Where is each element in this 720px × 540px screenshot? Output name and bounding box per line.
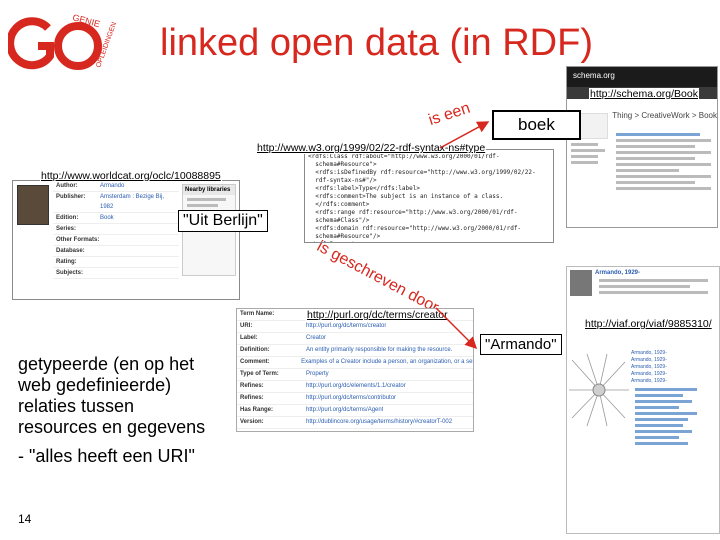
worldcat-field-label: Subjects: [56, 270, 84, 276]
bullet-relations: getypeerde (en op het web gedefinieerde)… [18, 354, 206, 437]
bullet-uri: - "alles heeft een URI" [18, 446, 195, 466]
dcterms-row-value[interactable]: An entity primarily responsible for maki… [306, 347, 453, 353]
rdf-type-uri[interactable]: http://www.w3.org/1999/02/22-rdf-syntax-… [256, 142, 487, 154]
rdf-code-line: <rdfs:comment>The subject is an instance… [308, 193, 504, 200]
worldcat-field-label: Edition: [56, 215, 79, 221]
viaf-heading-link[interactable]: Armando, 1929- [631, 364, 667, 370]
worldcat-field-label: Other Formats: [56, 237, 100, 243]
rdf-code-line: schema#Resource"> [308, 161, 377, 168]
schema-book-uri[interactable]: http://schema.org/Book [589, 88, 699, 100]
dcterms-row-value[interactable]: Examples of a Creator include a person, … [301, 359, 473, 365]
nearby-libraries-button[interactable]: Nearby libraries [183, 185, 235, 195]
dcterms-row: Refines: http://purl.org/dc/elements/1.1/… [237, 381, 473, 393]
dcterms-row-label: Comment: [240, 359, 270, 365]
dcterms-row-value[interactable]: http://purl.org/dc/elements/1.1/creator [306, 383, 406, 389]
book-cover-image [17, 185, 49, 225]
dcterms-row: Has Range: http://purl.org/dc/terms/Agent [237, 405, 473, 417]
worldcat-field-label: Publisher: [56, 194, 86, 200]
rdf-code-line: schema#Resource"/> [308, 233, 381, 240]
rdf-code-line: <rdfs:domain rdf:resource="http://www.w3… [308, 225, 522, 232]
worldcat-field-value[interactable]: Armando [100, 183, 125, 189]
dcterms-row-value[interactable]: Creator [306, 335, 327, 341]
worldcat-field-row: Subjects: [53, 268, 179, 279]
dcterms-row: Comment: Examples of a Creator include a … [237, 357, 473, 369]
dcterms-row: URI: http://purl.org/dc/terms/creator [237, 321, 473, 333]
is-een-arrow [439, 121, 490, 149]
dcterms-row-label: Label: [240, 335, 258, 341]
dcterms-row-label: Has Range: [240, 407, 274, 413]
worldcat-field-value[interactable]: Amsterdam : Bezige Bij, 1982 [99, 194, 165, 210]
uit-berlijn-label: "Uit Berlijn" [178, 210, 268, 232]
viaf-heading-link[interactable]: Armando, 1929- [631, 378, 667, 384]
boek-label: boek [492, 110, 581, 140]
worldcat-field-row: Publisher: Amsterdam : Bezige Bij, 1982 [53, 192, 179, 213]
dcterms-row-value[interactable]: http://purl.org/dc/terms/Agent [306, 407, 384, 413]
dcterms-row-label: URI: [240, 323, 253, 329]
rdf-code-line: <rdfs:Class rdf:about="http://www.w3.org… [308, 153, 500, 160]
viaf-heading-link[interactable]: Armando, 1929- [631, 371, 667, 377]
author-photo [570, 270, 592, 296]
dcterms-row-value[interactable]: http://dublincore.org/usage/terms/histor… [306, 419, 453, 425]
rdf-code-line: schema#Class"/> [308, 217, 370, 224]
dcterms-row-value[interactable]: http://purl.org/dc/terms/creator [306, 323, 387, 329]
rdf-code-line: </rdfs:comment> [308, 201, 370, 208]
viaf-author-name[interactable]: Armando, 1929- [595, 270, 641, 276]
dcterms-definition-table: Term Name:creatorURI:http://purl.org/dc/… [237, 309, 473, 431]
relationship-graph-icon [567, 350, 631, 430]
viaf-screenshot: Armando, 1929- Armando, 1929-Armando, 19… [566, 266, 720, 534]
armando-label: "Armando" [480, 334, 562, 355]
dcterms-row-value[interactable]: http://purl.org/dc/terms/contributor [306, 395, 397, 401]
rdf-code-line: </rdf:Property> [308, 241, 550, 242]
dcterms-row-value[interactable]: Property [306, 371, 329, 377]
dcterms-row: Label: Creator [237, 333, 473, 345]
dcterms-row-label: Term Name: [240, 311, 275, 317]
dcterms-row-label: Type of Term: [240, 371, 279, 377]
page-number: 14 [18, 512, 32, 526]
rdf-code-line: <rdfs:label>Type</rdfs:label> [308, 185, 420, 192]
worldcat-field-value[interactable]: Book [100, 215, 114, 221]
worldcat-field-row: Database: [53, 246, 179, 257]
rdf-code-line: <rdfs:isDefinedBy rdf:resource="http://w… [308, 169, 536, 176]
genie-logo-icon: GENIE OPLEIDINGEN [6, 12, 118, 70]
worldcat-field-row: Author: Armando [53, 181, 179, 192]
dcterms-row: Refines: http://purl.org/dc/terms/contrib… [237, 393, 473, 405]
worldcat-field-label: Database: [56, 248, 85, 254]
dcterms-row: Definition: An entity primarily responsib… [237, 345, 473, 357]
worldcat-field-label: Series: [56, 226, 77, 232]
dcterms-row-label: Refines: [240, 383, 264, 389]
rdf-code-line: <rdfs:range rdf:resource="http://www.w3.… [308, 209, 518, 216]
dcterms-row: Type of Term: Property [237, 369, 473, 381]
dc-creator-uri[interactable]: http://purl.org/dc/terms/creator [306, 309, 449, 321]
worldcat-field-row: Series: [53, 224, 179, 235]
viaf-uri[interactable]: http://viaf.org/viaf/9885310/ [584, 318, 713, 330]
worldcat-field-row: Rating: [53, 257, 179, 268]
schema-breadcrumb[interactable]: Thing > CreativeWork > Book [612, 111, 717, 120]
dcterms-row: Version: http://dublincore.org/usage/term… [237, 417, 473, 429]
logo: GENIE OPLEIDINGEN [6, 6, 118, 86]
worldcat-field-row: Other Formats: [53, 235, 179, 246]
worldcat-uri[interactable]: http://www.worldcat.org/oclc/10088895 [40, 170, 222, 182]
dcterms-row-label: Version: [240, 419, 264, 425]
schema-org-header: schema.org [567, 67, 717, 87]
viaf-heading-link[interactable]: Armando, 1929- [631, 350, 667, 356]
dcterms-screenshot: Term Name:creatorURI:http://purl.org/dc/… [236, 308, 474, 432]
worldcat-field-row: Edition: Book [53, 213, 179, 224]
geschreven-door-arrow [435, 307, 478, 350]
rdf-code-block: <rdfs:Class rdf:about="http://www.w3.org… [308, 153, 550, 242]
rdf-schema-code-screenshot: <rdfs:Class rdf:about="http://www.w3.org… [304, 149, 554, 243]
slide-title: linked open data (in RDF) [160, 22, 593, 64]
rdf-code-line: rdf-syntax-ns#"/> [308, 177, 377, 184]
viaf-heading-link[interactable]: Armando, 1929- [631, 357, 667, 363]
worldcat-field-label: Rating: [56, 259, 77, 265]
dcterms-row-label: Refines: [240, 395, 264, 401]
worldcat-field-label: Author: [56, 183, 78, 189]
dcterms-row-label: Definition: [240, 347, 270, 353]
